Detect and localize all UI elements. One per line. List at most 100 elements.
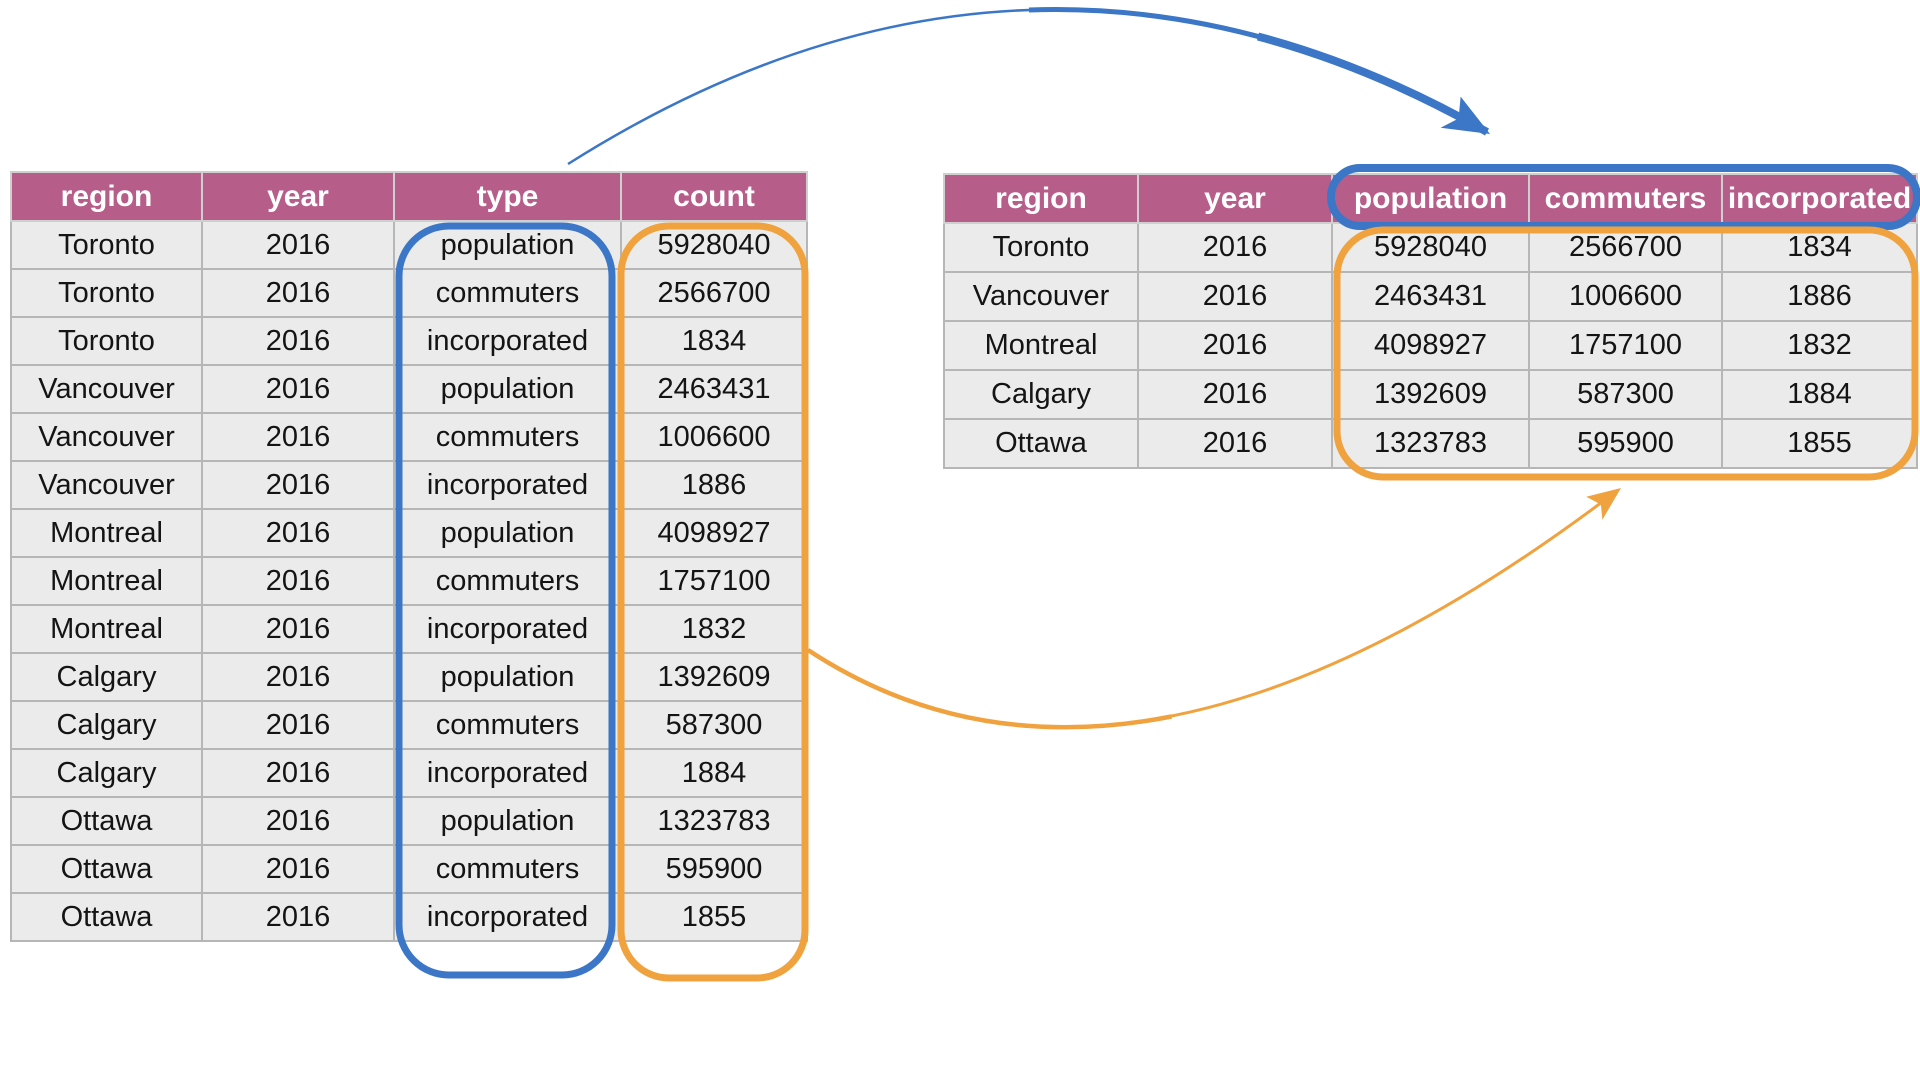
table-cell: commuters — [393, 556, 622, 606]
table-cell: 2566700 — [1528, 222, 1723, 273]
table-cell: Toronto — [10, 220, 203, 270]
table-cell: 2016 — [201, 700, 395, 750]
table-cell: 5928040 — [620, 220, 808, 270]
table-cell: incorporated — [393, 748, 622, 798]
table-cell: Toronto — [10, 316, 203, 366]
table-cell: 2016 — [201, 460, 395, 510]
blue-arrow-curve-end — [1256, 32, 1489, 136]
table-cell: 2463431 — [1331, 271, 1530, 322]
table-cell: incorporated — [393, 316, 622, 366]
table-cell: population — [393, 508, 622, 558]
table-cell: commuters — [393, 412, 622, 462]
table-cell: commuters — [393, 268, 622, 318]
table-cell: Vancouver — [10, 412, 203, 462]
table-cell: Toronto — [943, 222, 1139, 273]
table-cell: 1006600 — [620, 412, 808, 462]
table-cell: commuters — [393, 700, 622, 750]
table-cell: 587300 — [620, 700, 808, 750]
table-cell: 2016 — [201, 508, 395, 558]
table-cell: incorporated — [393, 892, 622, 942]
table-cell: 2016 — [201, 556, 395, 606]
table-cell: 2016 — [201, 844, 395, 894]
table-cell: 2016 — [201, 748, 395, 798]
count-to-cells-arrow — [806, 488, 1621, 730]
table-cell: 2016 — [201, 364, 395, 414]
table-cell: Vancouver — [10, 460, 203, 510]
column-header-year: year — [201, 171, 395, 222]
table-cell: 595900 — [620, 844, 808, 894]
table-cell: 1392609 — [620, 652, 808, 702]
table-cell: 5928040 — [1331, 222, 1530, 273]
table-cell: 2016 — [1137, 222, 1333, 273]
table-cell: 587300 — [1528, 369, 1723, 420]
table-cell: 1855 — [620, 892, 808, 942]
table-cell: 595900 — [1528, 418, 1723, 469]
table-cell: population — [393, 364, 622, 414]
table-cell: Ottawa — [10, 892, 203, 942]
table-cell: 1886 — [620, 460, 808, 510]
column-header-incorporated: incorporated — [1721, 173, 1918, 224]
table-cell: 2016 — [201, 892, 395, 942]
table-cell: Ottawa — [10, 844, 203, 894]
blue-arrowhead-icon — [1440, 96, 1490, 134]
column-header-type: type — [393, 171, 622, 222]
table-cell: Montreal — [10, 508, 203, 558]
type-to-headers-arrow — [567, 7, 1490, 166]
table-cell: incorporated — [393, 460, 622, 510]
table-cell: Montreal — [10, 604, 203, 654]
orange-arrow-curve-start — [806, 648, 1172, 730]
column-header-region: region — [943, 173, 1139, 224]
table-cell: Montreal — [10, 556, 203, 606]
table-cell: 2016 — [1137, 369, 1333, 420]
blue-arrow-curve-mid — [1028, 7, 1489, 135]
table-cell: 1886 — [1721, 271, 1918, 322]
table-cell: Ottawa — [10, 796, 203, 846]
table-cell: Montreal — [943, 320, 1139, 371]
table-cell: 1855 — [1721, 418, 1918, 469]
table-cell: 2463431 — [620, 364, 808, 414]
table-cell: 1884 — [1721, 369, 1918, 420]
table-cell: population — [393, 220, 622, 270]
table-cell: 2016 — [201, 268, 395, 318]
column-header-population: population — [1331, 173, 1530, 224]
table-cell: 2566700 — [620, 268, 808, 318]
column-header-count: count — [620, 171, 808, 222]
table-cell: Calgary — [10, 748, 203, 798]
table-cell: Calgary — [10, 700, 203, 750]
table-cell: 2016 — [201, 316, 395, 366]
table-cell: 2016 — [1137, 418, 1333, 469]
column-header-region: region — [10, 171, 203, 222]
column-header-commuters: commuters — [1528, 173, 1723, 224]
table-cell: 4098927 — [1331, 320, 1530, 371]
table-cell: 1006600 — [1528, 271, 1723, 322]
table-cell: 1757100 — [620, 556, 808, 606]
table-cell: 2016 — [201, 796, 395, 846]
table-cell: Vancouver — [943, 271, 1139, 322]
blue-arrow-curve — [567, 8, 1488, 166]
table-cell: 2016 — [201, 652, 395, 702]
table-cell: 1834 — [1721, 222, 1918, 273]
table-cell: 1323783 — [1331, 418, 1530, 469]
table-cell: Toronto — [10, 268, 203, 318]
table-cell: 1832 — [620, 604, 808, 654]
table-cell: 2016 — [1137, 320, 1333, 371]
